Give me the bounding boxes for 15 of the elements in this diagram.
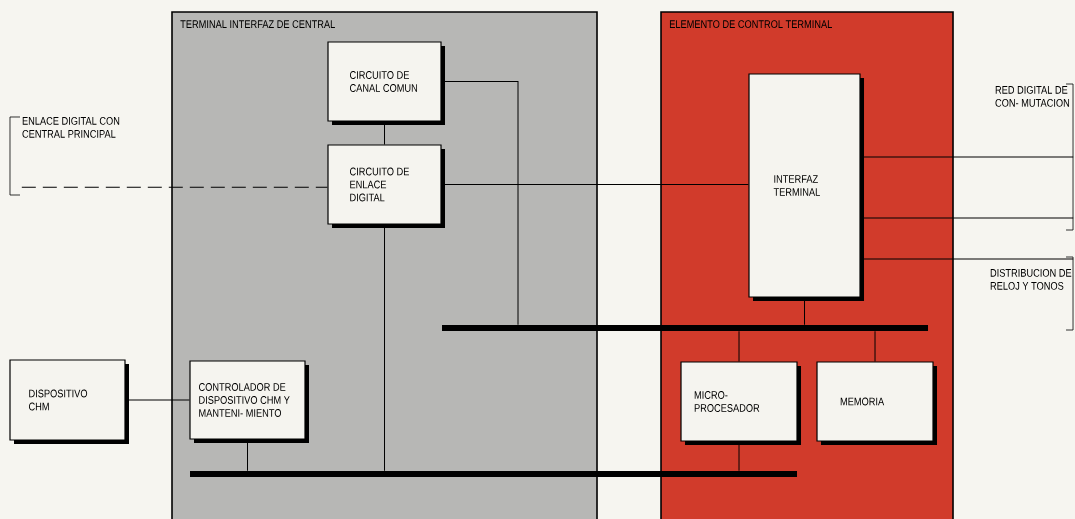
connector-line xyxy=(21,186,328,188)
block-box: CIRCUITO DE ENLACE DIGITAL xyxy=(327,144,445,228)
block-box: INTERFAZ TERMINAL xyxy=(748,73,864,301)
block-box: CONTROLADOR DE DISPOSITIVO CHM Y MANTENI- MIENTO xyxy=(189,360,309,443)
bracketed-label: DISTRIBUCION DE RELOJ Y TONOS xyxy=(990,256,1074,331)
connector-line xyxy=(874,330,876,362)
block-box: MEMORIA xyxy=(816,361,937,445)
bracketed-label: RED DIGITAL DE CON- MUTACION xyxy=(995,83,1074,231)
bus-bar xyxy=(190,471,797,477)
bus-bar xyxy=(442,325,928,331)
block-box: CIRCUITO DE CANAL COMUN xyxy=(327,41,445,125)
block-box: DISPOSITIVO CHM xyxy=(9,359,129,444)
bracketed-label: ENLACE DIGITAL CON CENTRAL PRINCIPAL xyxy=(9,116,120,196)
block-box: MICRO- PROCESADOR xyxy=(680,361,801,445)
connector-line xyxy=(738,330,740,362)
